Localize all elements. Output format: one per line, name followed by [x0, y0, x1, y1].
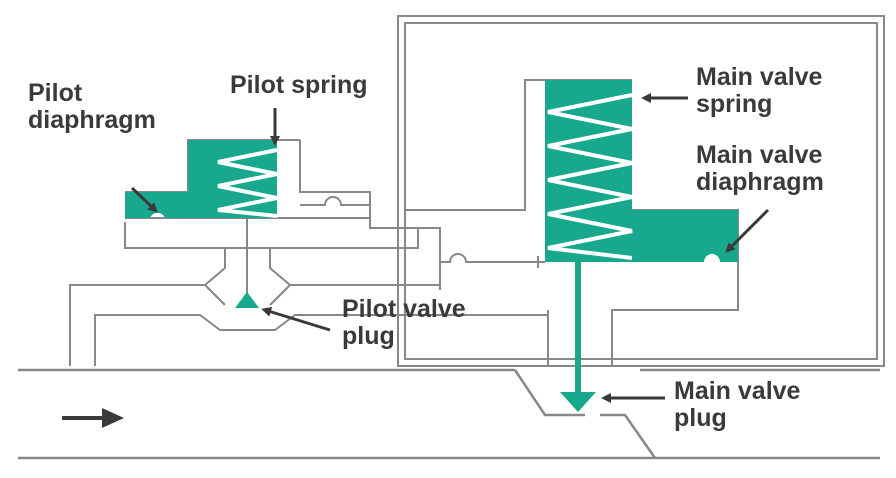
main-valve-diaphragm-label: Main valve diaphragm: [696, 142, 824, 196]
pilot-spring: [215, 140, 278, 218]
pilot-line: [418, 227, 545, 290]
pilot-diaphragm-body: [125, 140, 215, 218]
main-valve-plug-label-line1: Main valve: [674, 377, 801, 405]
main-valve-plug-label-line2: plug: [674, 404, 727, 432]
main-valve-diaphragm-label-line2: diaphragm: [696, 168, 824, 196]
main-valve-spring-label: Main valve spring: [696, 64, 822, 118]
pilot-valve-plug-label: Pilot valve plug: [342, 296, 466, 350]
pilot-valve-plug-leader: [261, 306, 331, 332]
main-valve-diaphragm-body: [545, 80, 738, 262]
pilot-spring-label-line1: Pilot spring: [230, 71, 368, 99]
main-valve-spring-label-line1: Main valve: [696, 63, 823, 91]
pilot-valve-plug-label-line1: Pilot valve: [342, 295, 466, 323]
main-valve-spring: [545, 80, 633, 262]
pilot-body: [69, 218, 548, 366]
pilot-valve-plug-label-line2: plug: [342, 322, 395, 350]
pilot-diaphragm-label-line1: Pilot: [28, 79, 83, 107]
main-valve-plug: [560, 392, 596, 412]
main-valve-plug-label: Main valve plug: [674, 378, 800, 432]
pipe: [18, 368, 880, 460]
leader-arrows: [130, 93, 770, 403]
pilot-diaphragm-label: Pilot diaphragm: [28, 80, 156, 134]
main-valve-diaphragm-label-line1: Main valve: [696, 141, 823, 169]
pilot-diaphragm-label-line2: diaphragm: [28, 106, 156, 134]
pilot-spring-label: Pilot spring: [230, 72, 368, 99]
pilot-diaphragm-leader: [130, 186, 158, 213]
main-valve-spring-label-line2: spring: [696, 90, 773, 118]
right-arrow-icon: [62, 408, 124, 428]
main-valve-diaphragm-leader: [725, 208, 770, 253]
pilot-valve-plug: [235, 292, 259, 308]
